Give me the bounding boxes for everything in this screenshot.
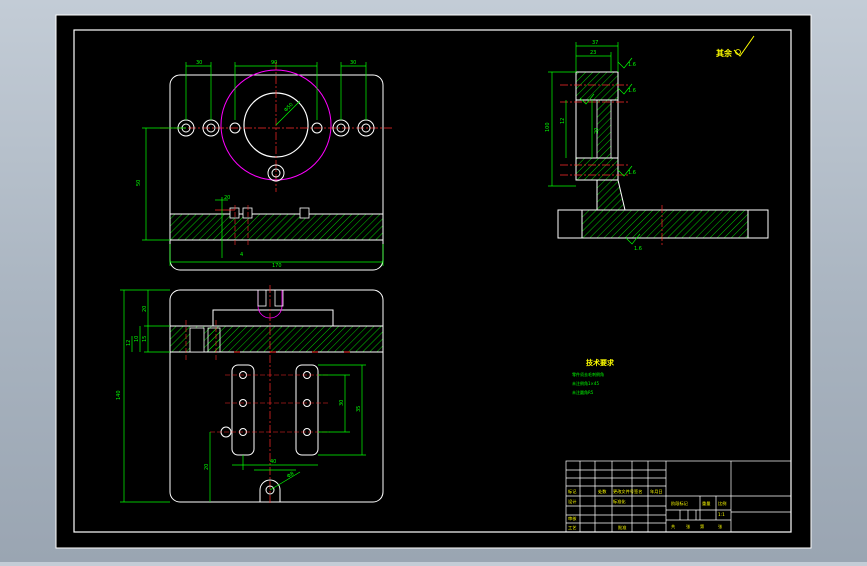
drawing-sheet (56, 15, 811, 548)
front-section-strip (169, 325, 384, 353)
dim-side-h3: 20 (594, 128, 600, 134)
roughness-note: 其余 (716, 48, 733, 58)
sheet-border-inner (73, 29, 792, 533)
tb-approve: 批准 (618, 524, 626, 531)
dim-slot: 35 (356, 406, 362, 412)
tech-req-line-3: 未注圆角R5 (572, 389, 594, 395)
dim-width: 170 (272, 263, 282, 269)
tb-stage: 阶段标记 (671, 500, 689, 507)
tech-req-line-1: 零件须去毛刺倒角 (572, 371, 604, 377)
dim-side-t2: 23 (590, 50, 596, 56)
dim-dia-small: Φ8 (286, 471, 295, 480)
tb-design: 设计 (568, 498, 576, 505)
tb-sheet-2: 张 (686, 523, 691, 530)
title-block (565, 460, 792, 533)
tb-count: 处数 (598, 488, 607, 495)
roughness-symbol (733, 35, 755, 57)
section-strip (169, 213, 384, 241)
dim-total-h: 140 (116, 390, 122, 400)
tb-check: 审核 (568, 515, 577, 522)
side-view: 37 23 100 12 20 1.6 1.6 1.6 1.6 (545, 40, 769, 252)
tech-req-line-2: 未注倒角1×45 (572, 380, 599, 386)
dim-pitch: 30 (339, 400, 345, 406)
side-view-dimensions (548, 42, 641, 245)
dim-side-h2: 12 (560, 118, 566, 124)
slot-right (295, 364, 319, 456)
tech-req-title: 技术要求 (586, 358, 615, 367)
rough-3: 1.6 (628, 170, 636, 176)
sheet-border-outer (55, 14, 812, 549)
dim-dia: Φ50 (283, 102, 295, 114)
dim-h4: 12 (126, 340, 132, 346)
tb-sheet: 共 (671, 523, 675, 530)
tb-weight: 重量 (702, 500, 710, 507)
rough-4: 1.6 (634, 246, 642, 252)
tb-sheet-3: 第 (700, 523, 704, 530)
tb-scale: 比例 (718, 500, 726, 507)
top-view-dimensions (142, 62, 384, 266)
rough-1: 1.6 (628, 62, 636, 68)
dim-h2: 15 (142, 336, 148, 342)
mounting-holes (177, 119, 375, 182)
tb-standard: 标准化 (613, 498, 626, 505)
dim-top-right: 30 (350, 60, 356, 66)
front-view-dimensions (120, 289, 366, 503)
tb-sheet-4: 张 (718, 523, 723, 530)
rough-2: 1.6 (628, 88, 636, 94)
dim-bot1: 40 (270, 459, 276, 465)
dim-side-t1: 37 (592, 40, 598, 46)
tb-process: 工艺 (568, 525, 576, 530)
tb-doc: 更改文件号 (613, 488, 634, 495)
technical-requirements: 技术要求 零件须去毛刺倒角 未注倒角1×45 未注圆角R5 (572, 358, 615, 395)
tb-scale-value: 1:1 (718, 512, 725, 517)
tb-mark: 标记 (568, 488, 577, 495)
dim-top-left: 30 (196, 60, 202, 66)
dim-side-h: 100 (545, 122, 551, 132)
dim-h3: 10 (134, 336, 140, 342)
dim-small2: 4 (240, 252, 243, 258)
dim-top-mid: 90 (271, 60, 277, 66)
front-view: 140 20 15 10 12 30 35 40 20 Φ8 (116, 285, 384, 505)
dim-bot2: 20 (204, 464, 210, 470)
plate-outline (169, 74, 384, 271)
dim-small1: 20 (224, 195, 230, 201)
tb-sign: 签名 (634, 488, 642, 495)
tb-date: 年月日 (650, 488, 663, 495)
top-view: 30 90 30 50 170 20 4 Φ50 (136, 60, 392, 271)
dim-height: 50 (136, 180, 142, 186)
dim-h1: 20 (142, 306, 148, 312)
